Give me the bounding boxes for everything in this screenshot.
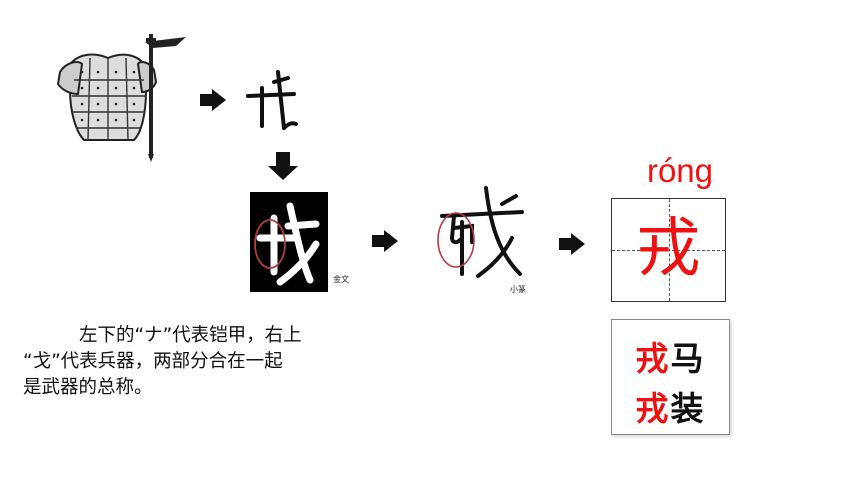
explanation-line: 是武器的总称。 <box>23 377 153 398</box>
pinyin-label: róng <box>646 152 714 189</box>
arrow-down-icon <box>268 152 298 180</box>
caption-jinwen: 金文 <box>333 275 349 284</box>
small-seal-glyph <box>437 186 524 278</box>
explanation-line: 左下的“ナ”代表铠甲，右上 <box>79 325 302 346</box>
arrow-right-icon <box>200 89 226 111</box>
explanation-paragraph: 左下的“ナ”代表铠甲，右上 “戈”代表兵器，两部分合在一起 是武器的总称。 <box>23 323 395 401</box>
word-char-black: 马 <box>670 339 706 378</box>
word-line: 戎马 <box>612 332 729 380</box>
grid-vertical-line <box>668 199 670 301</box>
caption-xiaozhuan: 小篆 <box>510 285 526 294</box>
ancient-rong-glyph <box>246 70 298 130</box>
arrow-right-icon <box>559 233 585 255</box>
word-line: 戎装 <box>612 382 729 430</box>
bronze-inscription-glyph <box>250 192 328 292</box>
grid-character: 戎 <box>636 212 701 286</box>
word-char-red: 戎 <box>635 339 671 378</box>
word-examples-box: 戎马 戎装 <box>611 319 730 435</box>
tian-zi-grid: 戎 <box>611 198 726 302</box>
arrow-right-icon <box>372 230 398 252</box>
armor-and-dagger-axe-illustration <box>56 34 186 162</box>
word-char-black: 装 <box>670 389 706 428</box>
word-char-red: 戎 <box>635 389 671 428</box>
explanation-line: “戈”代表兵器，两部分合在一起 <box>23 351 283 372</box>
